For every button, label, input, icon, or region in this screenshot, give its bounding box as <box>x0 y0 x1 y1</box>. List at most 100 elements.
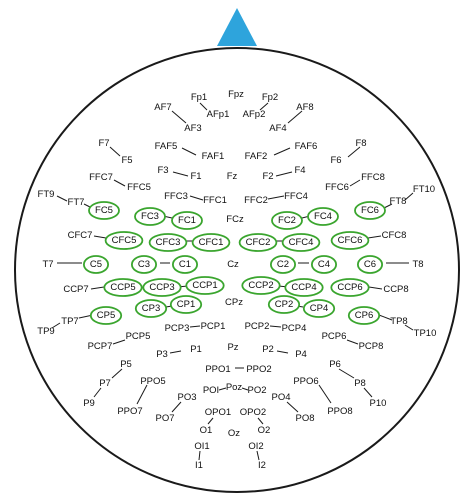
label-cfc8: CFC8 <box>382 230 407 241</box>
line-ccp7-ccp5 <box>90 286 105 290</box>
label-c5: C5 <box>90 259 102 270</box>
label-p4: P4 <box>295 349 307 360</box>
label-af8: AF8 <box>296 102 313 113</box>
line-f7-f5 <box>109 146 121 157</box>
label-fp2: Fp2 <box>262 92 278 103</box>
line-p6-p8 <box>338 368 355 379</box>
label-cfc6: CFC6 <box>338 235 363 246</box>
label-ffc5: FFC5 <box>127 182 151 193</box>
line-f8-f6 <box>347 146 361 158</box>
label-cz: Cz <box>227 259 239 270</box>
highlight-ring-c2 <box>269 255 296 274</box>
label-cp4: CP4 <box>310 303 328 314</box>
label-tp10: TP10 <box>414 328 437 339</box>
highlight-ring-cfc6 <box>330 231 370 250</box>
label-cfc7: CFC7 <box>68 230 93 241</box>
line-pcp7-pcp5 <box>112 339 126 345</box>
label-p3: P3 <box>156 349 168 360</box>
line-fp1-afp1 <box>199 102 208 111</box>
label-pcp3: PCP3 <box>165 323 190 334</box>
label-ft7: FT7 <box>68 197 85 208</box>
highlight-ring-fc5 <box>88 201 120 220</box>
line-ccp6-ccp8 <box>368 286 383 290</box>
label-cp5: CP5 <box>97 310 115 321</box>
label-afp1: AFp1 <box>207 109 230 120</box>
line-faf6-faf2 <box>273 147 291 156</box>
highlight-ring-c1 <box>171 255 198 274</box>
label-cfc1: CFC1 <box>199 237 224 248</box>
label-fc2: FC2 <box>278 215 296 226</box>
label-ccp1: CCP1 <box>192 280 217 291</box>
highlight-ring-cp4 <box>302 299 336 318</box>
label-pcp5: PCP5 <box>126 331 151 342</box>
label-i2: I2 <box>258 460 266 471</box>
label-oi2: OI2 <box>248 441 263 452</box>
label-ffc6: FFC6 <box>325 182 349 193</box>
label-ccp5: CCP5 <box>110 282 135 293</box>
line-ft8-ft10 <box>404 192 414 201</box>
label-ffc1: FFC1 <box>203 195 227 206</box>
label-faf6: FAF6 <box>295 141 318 152</box>
highlight-ring-fc1 <box>171 211 203 230</box>
label-po4: PO4 <box>271 392 290 403</box>
line-poz-po2 <box>241 387 249 391</box>
label-fpz: Fpz <box>228 89 244 100</box>
line-ppo6-ppo8 <box>318 384 332 404</box>
highlight-ring-ccp4 <box>284 278 324 297</box>
label-ppo8: PPO8 <box>327 406 352 417</box>
line-f2-f4 <box>275 171 293 177</box>
label-opo1: OPO1 <box>205 407 231 418</box>
label-c2: C2 <box>277 259 289 270</box>
highlight-ring-cp6 <box>347 306 381 325</box>
label-p10: P10 <box>370 398 387 409</box>
highlight-ring-fc4 <box>307 207 339 226</box>
highlight-ring-ccp6 <box>330 278 370 297</box>
line-opo2-o2 <box>257 417 264 425</box>
label-f2: F2 <box>262 171 273 182</box>
highlight-ring-ccp2 <box>241 276 281 295</box>
label-fc1: FC1 <box>178 215 196 226</box>
line-faf5-faf1 <box>181 147 197 156</box>
label-ppo1: PPO1 <box>205 364 230 375</box>
highlight-ring-c4 <box>310 255 337 274</box>
line-p2-p4 <box>276 350 289 354</box>
line-pcp2-pcp4 <box>269 325 282 328</box>
label-oz: Oz <box>228 428 240 439</box>
label-faf5: FAF5 <box>155 141 178 152</box>
label-ccp4: CCP4 <box>291 282 316 293</box>
line-ffc6-ffc8 <box>349 179 361 187</box>
label-po2: PO2 <box>247 385 266 396</box>
label-ppo7: PPO7 <box>117 406 142 417</box>
highlight-ring-c6 <box>356 255 383 274</box>
label-po1: POI <box>203 385 219 396</box>
line-po4-po8 <box>286 401 299 413</box>
label-pcp4: PCP4 <box>282 323 307 334</box>
label-c1: C1 <box>179 259 191 270</box>
label-fc6: FC6 <box>361 205 379 216</box>
label-pcp1: PCP1 <box>201 321 226 332</box>
label-cp2: CP2 <box>275 299 293 310</box>
label-p5: P5 <box>120 359 132 370</box>
label-f1: F1 <box>190 171 201 182</box>
label-po3: PO3 <box>177 392 196 403</box>
label-afp2: AFp2 <box>243 109 266 120</box>
label-p9: P9 <box>83 398 95 409</box>
highlight-ring-fc3 <box>134 207 166 226</box>
label-tp7: TP7 <box>61 316 78 327</box>
line-ft9-ft7 <box>56 195 68 202</box>
line-ffc7-ffc5 <box>113 179 126 187</box>
label-faf1: FAF1 <box>202 151 225 162</box>
highlight-ring-cp5 <box>89 306 123 325</box>
label-ccp8: CCP8 <box>383 284 408 295</box>
label-t8: T8 <box>412 259 423 270</box>
head-outline <box>14 47 460 493</box>
line-oi1-i1 <box>198 450 201 461</box>
highlight-ring-c3 <box>130 255 157 274</box>
label-p1: P1 <box>190 344 202 355</box>
label-tp9: TP9 <box>37 326 54 337</box>
line-pcp6-pcp8 <box>346 339 359 345</box>
label-poz: Poz <box>226 382 243 393</box>
label-ppo2: PPO2 <box>246 364 271 375</box>
label-f5: F5 <box>121 155 132 166</box>
